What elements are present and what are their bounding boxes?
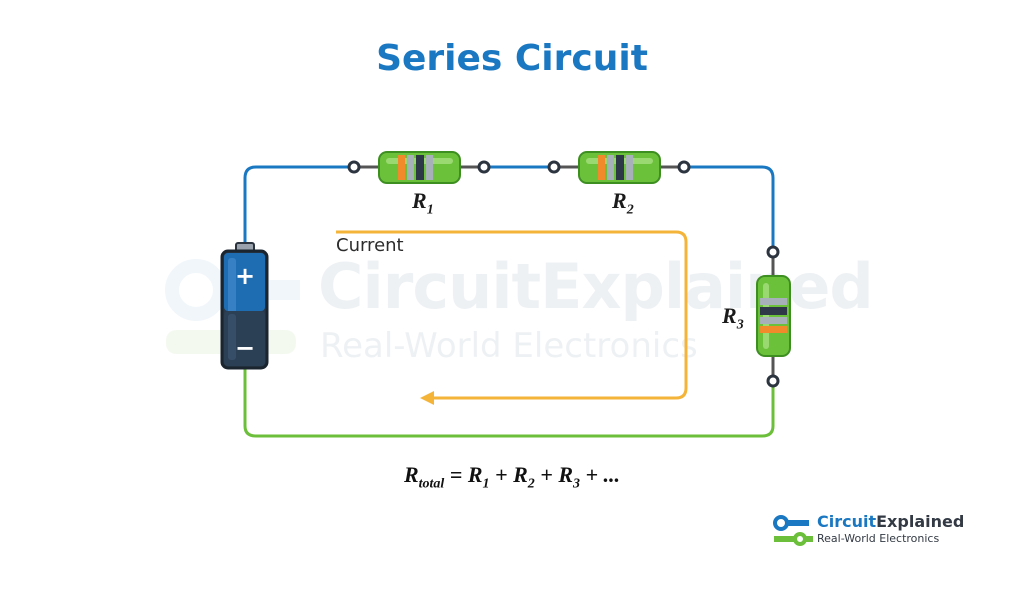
battery-minus-sign: − — [234, 334, 256, 362]
brand-logo-subtitle: Real-World Electronics — [817, 532, 940, 545]
label-r2: R2 — [612, 188, 634, 218]
label-r3: R3 — [722, 303, 744, 333]
total-resistance-formula: Rtotal = R1 + R2 + R3 + ... — [403, 462, 621, 492]
battery-icon — [220, 242, 269, 370]
resistor-r1 — [347, 151, 491, 184]
wire-bottom — [243, 368, 775, 438]
resistor-r3 — [756, 245, 791, 388]
watermark-subtitle: Real-World Electronics — [320, 326, 698, 366]
wire-top — [243, 165, 775, 252]
resistor-r2 — [547, 151, 691, 184]
page-title: Series Circuit — [376, 38, 648, 79]
brand-logo: CircuitExplained Real-World Electronics — [772, 510, 1002, 554]
current-arrow — [336, 230, 688, 405]
battery-plus-sign: + — [234, 262, 256, 290]
current-label: Current — [336, 235, 404, 256]
label-r1: R1 — [412, 188, 434, 218]
brand-logo-title: CircuitExplained — [817, 512, 965, 531]
brand-logo-icon — [773, 515, 813, 546]
